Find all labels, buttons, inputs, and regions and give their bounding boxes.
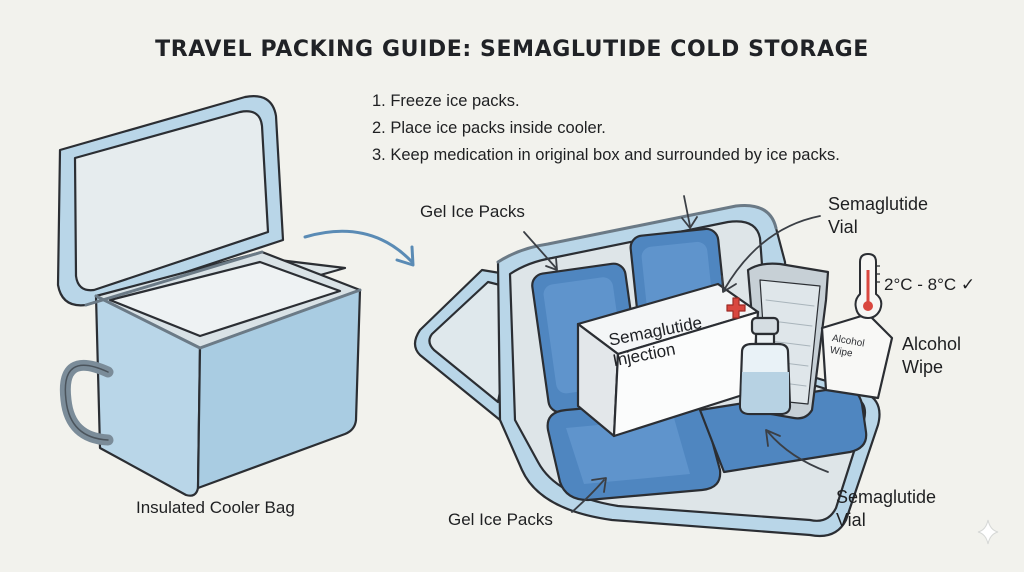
step-2: 2. Place ice packs inside cooler. [372,119,606,137]
vial-label-top-line2: Vial [828,217,858,237]
page-title: TRAVEL PACKING GUIDE: SEMAGLUTIDE COLD S… [155,37,869,62]
packed-cooler-illustration [413,203,894,538]
vial-label-bottom-line2: Vial [836,510,866,530]
arrow-icon [303,229,415,267]
red-cross-icon [726,297,746,319]
vial-label-bottom-line1: Semaglutide [836,487,937,507]
instruction-list: 1. Freeze ice packs. 2. Place ice packs … [372,88,840,169]
temperature-range: 2°C - 8°C ✓ [884,275,976,294]
gel-ice-packs-label-bottom: Gel Ice Packs [448,510,553,529]
semaglutide-vial-label-top: Semaglutide Vial [828,193,928,239]
vial-label-top-line1: Semaglutide [828,194,929,214]
insulated-cooler-bag-illustration [56,95,362,497]
cooler-label: Insulated Cooler Bag [136,498,295,517]
sparkle-icon [977,519,999,545]
gel-ice-packs-label-top: Gel Ice Packs [420,202,525,221]
step-1: 1. Freeze ice packs. [372,92,520,110]
wipe-label-line1: Alcohol [902,334,962,354]
alcohol-wipe-label: Alcohol Wipe [902,333,961,379]
wipe-label-line2: Wipe [902,357,944,377]
thermometer-icon [854,252,883,320]
semaglutide-vial-label-bottom: Semaglutide Vial [836,486,936,532]
step-3: 3. Keep medication in original box and s… [372,146,840,164]
annotation-arrows [523,195,829,513]
